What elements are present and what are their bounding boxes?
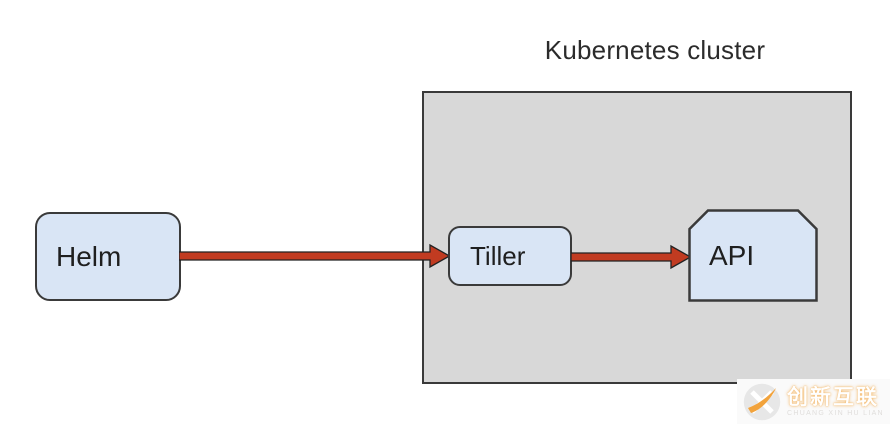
node-helm: Helm (35, 212, 181, 301)
arrow-helm-to-tiller (179, 243, 451, 269)
arrow-tiller-to-api (571, 244, 692, 270)
watermark-brand-subtext: CHUANG XIN HU LIAN (787, 409, 884, 417)
node-tiller: Tiller (448, 226, 572, 286)
watermark-brand-text: 创新互联 (787, 385, 879, 409)
brand-swoosh-circle-icon (743, 383, 781, 420)
node-api-label: API (709, 239, 755, 271)
node-tiller-label: Tiller (470, 240, 526, 271)
node-helm-label: Helm (56, 240, 122, 272)
node-api: API (688, 209, 818, 302)
chamfered-shape (688, 209, 818, 302)
cluster-title: Kubernetes cluster (544, 35, 766, 65)
watermark: 创新互联 CHUANG XIN HU LIAN (737, 379, 890, 424)
